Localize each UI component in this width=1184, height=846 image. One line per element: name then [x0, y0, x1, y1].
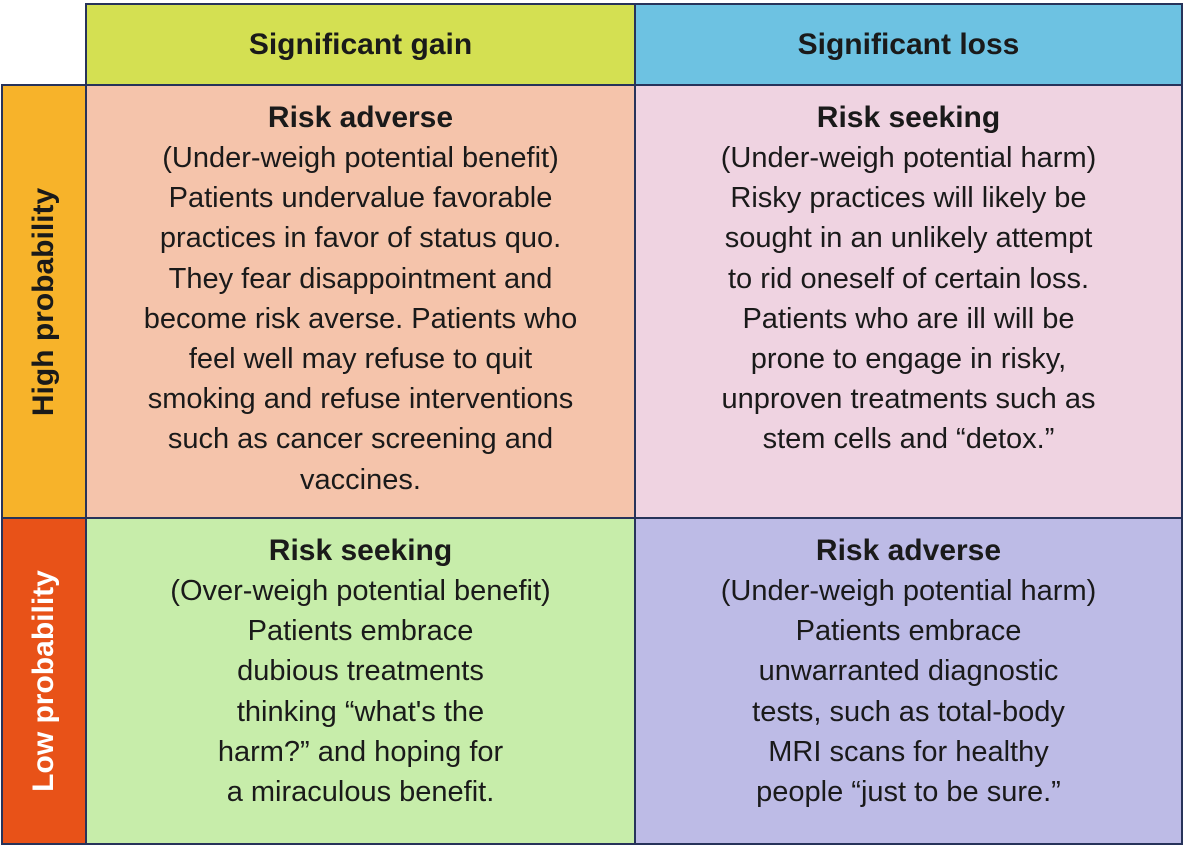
quadrant-line: Risky practices will likely be [730, 182, 1087, 215]
quadrant-line: vaccines. [300, 463, 421, 496]
column-header-gain: Significant gain [85, 3, 636, 86]
quadrant-high-gain: Risk adverse (Under-weigh potential bene… [85, 84, 636, 519]
column-header-loss: Significant loss [634, 3, 1183, 86]
quadrant-line: MRI scans for healthy [768, 735, 1049, 768]
quadrant-line: to rid oneself of certain loss. [727, 262, 1090, 295]
quadrant-line: (Under-weigh potential benefit) [162, 142, 559, 174]
quadrant-line: feel well may refuse to quit [188, 343, 533, 376]
quadrant-line: prone to engage in risky, [750, 343, 1067, 376]
quadrant-line: Patients undervalue favorable [168, 182, 553, 215]
quadrant-line: stem cells and “detox.” [762, 423, 1055, 456]
quadrant-title: Risk adverse [815, 534, 1002, 567]
quadrant-low-gain: Risk seeking (Over-weigh potential benef… [85, 517, 636, 845]
quadrant-line: tests, such as total-body [752, 695, 1065, 728]
quadrant-line: sought in an unlikely attempt [724, 222, 1093, 255]
quadrant-line: harm?” and hoping for [217, 735, 504, 768]
row-header-low: Low probability [1, 517, 87, 845]
quadrant-line: (Under-weigh potential harm) [720, 142, 1097, 174]
quadrant-line: unwarranted diagnostic [758, 655, 1059, 688]
quadrant-title: Risk seeking [268, 534, 453, 567]
quadrant-line: become risk averse. Patients who [143, 302, 578, 335]
quadrant-line: Patients who are ill will be [742, 302, 1075, 335]
quadrant-line: dubious treatments [237, 655, 484, 688]
quadrant-line: smoking and refuse interventions [147, 383, 574, 416]
quadrant-line: people “just to be sure.” [756, 776, 1061, 809]
quadrant-high-loss: Risk seeking (Under-weigh potential harm… [634, 84, 1183, 519]
quadrant-line: (Under-weigh potential harm) [720, 575, 1097, 607]
quadrant-line: Patients embrace [795, 615, 1022, 648]
quadrant-line: thinking “what's the [236, 695, 485, 728]
row-header-high-label: High probability [27, 187, 61, 416]
row-header-low-label: Low probability [27, 570, 61, 792]
quadrant-line: Patients embrace [247, 615, 474, 648]
quadrant-low-loss: Risk adverse (Under-weigh potential harm… [634, 517, 1183, 845]
quadrant-line: such as cancer screening and [167, 423, 554, 456]
quadrant-line: practices in favor of status quo. [159, 222, 562, 255]
quadrant-line: a miraculous benefit. [226, 776, 495, 809]
quadrant-line: unproven treatments such as [721, 383, 1096, 416]
column-header-loss-label: Significant loss [797, 27, 1020, 61]
quadrant-title: Risk adverse [267, 101, 454, 134]
quadrant-line: They fear disappointment and [168, 262, 553, 295]
quadrant-title: Risk seeking [816, 101, 1001, 134]
column-header-gain-label: Significant gain [248, 27, 473, 61]
quadrant-line: (Over-weigh potential benefit) [170, 575, 551, 607]
row-header-high: High probability [1, 84, 87, 519]
